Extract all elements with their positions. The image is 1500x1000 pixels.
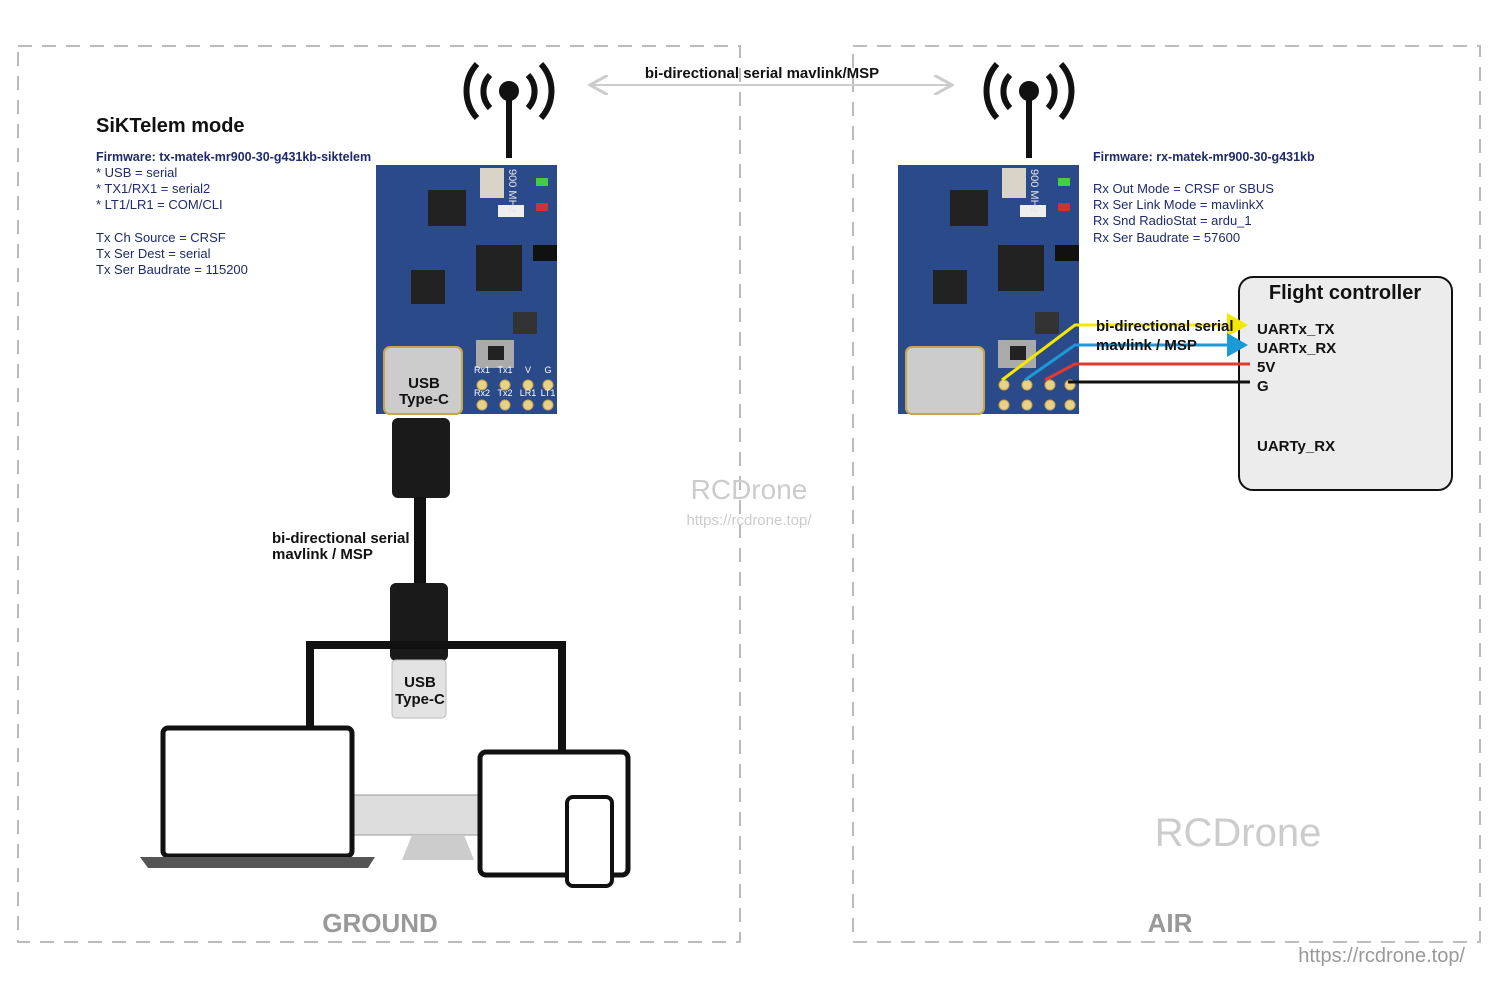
fc-pin: 5V <box>1257 359 1275 376</box>
top-link-label: bi-directional serial mavlink/MSP <box>645 65 879 82</box>
fc-pin: G <box>1257 378 1269 395</box>
pad-label: LR1 <box>520 388 537 398</box>
antenna-icon <box>983 61 1075 158</box>
tx-firmware: Firmware: tx-matek-mr900-30-g431kb-sikte… <box>96 150 371 164</box>
rx-setting: Rx Ser Link Mode = mavlinkX <box>1093 197 1264 212</box>
mode-title: SiKTelem mode <box>96 115 245 137</box>
tx-setting: * TX1/RX1 = serial2 <box>96 181 210 196</box>
fc-pin: UARTx_RX <box>1257 340 1336 357</box>
board-frequency-label: 900 MHz <box>1028 169 1040 213</box>
wires <box>1001 313 1250 384</box>
ground-label: GROUND <box>322 908 438 938</box>
rx-setting: Rx Out Mode = CRSF or SBUS <box>1093 181 1274 196</box>
cable-label: bi-directional serial <box>272 530 410 547</box>
pad-label: G <box>544 365 551 375</box>
watermark-url: https://rcdrone.top/ <box>686 512 812 529</box>
rx-setting: Rx Snd RadioStat = ardu_1 <box>1093 213 1252 228</box>
plug-label: Type-C <box>395 691 445 708</box>
wire-label: mavlink / MSP <box>1096 337 1197 354</box>
air-frame <box>852 45 1481 943</box>
flight-controller-box <box>1238 276 1453 491</box>
tx-setting: * USB = serial <box>96 165 177 180</box>
tx-setting: Tx Ser Dest = serial <box>96 246 211 261</box>
desktop-monitor-icon <box>349 794 481 860</box>
phone-icon <box>565 795 614 888</box>
pad-label: Tx1 <box>497 365 512 375</box>
rx-setting: Rx Ser Baudrate = 57600 <box>1093 230 1240 245</box>
tx-setting: Tx Ser Baudrate = 115200 <box>96 262 248 277</box>
pad-label: LT1 <box>541 388 556 398</box>
cable-label: mavlink / MSP <box>272 546 373 563</box>
flight-controller-title: Flight controller <box>1269 282 1421 304</box>
tx-module-board <box>375 164 558 415</box>
rx-firmware: Firmware: rx-matek-mr900-30-g431kb <box>1093 150 1315 164</box>
board-usb-label: USB <box>408 375 440 392</box>
board-usb-label: Type-C <box>399 391 449 408</box>
watermark-brand: RCDrone <box>691 474 808 505</box>
tx-setting: * LT1/LR1 = COM/CLI <box>96 197 223 212</box>
plug-label: USB <box>404 674 436 691</box>
pad-label: Tx2 <box>497 388 512 398</box>
footer-url: https://rcdrone.top/ <box>1298 945 1465 967</box>
fc-pin: UARTy_RX <box>1257 438 1335 455</box>
usb-cable <box>306 418 566 752</box>
wire-label: bi-directional serial <box>1096 318 1234 335</box>
pad-label: Rx1 <box>474 365 490 375</box>
ground-frame <box>17 45 741 943</box>
antenna-icon <box>463 61 555 158</box>
fc-pin: UARTx_TX <box>1257 321 1335 338</box>
tx-setting: Tx Ch Source = CRSF <box>96 230 226 245</box>
watermark-brand: RCDrone <box>1155 811 1322 855</box>
pad-label: Rx2 <box>474 388 490 398</box>
pad-label: V <box>525 365 531 375</box>
air-label: AIR <box>1148 908 1193 938</box>
board-frequency-label: 900 MHz <box>506 169 518 213</box>
laptop-icon <box>140 725 375 868</box>
